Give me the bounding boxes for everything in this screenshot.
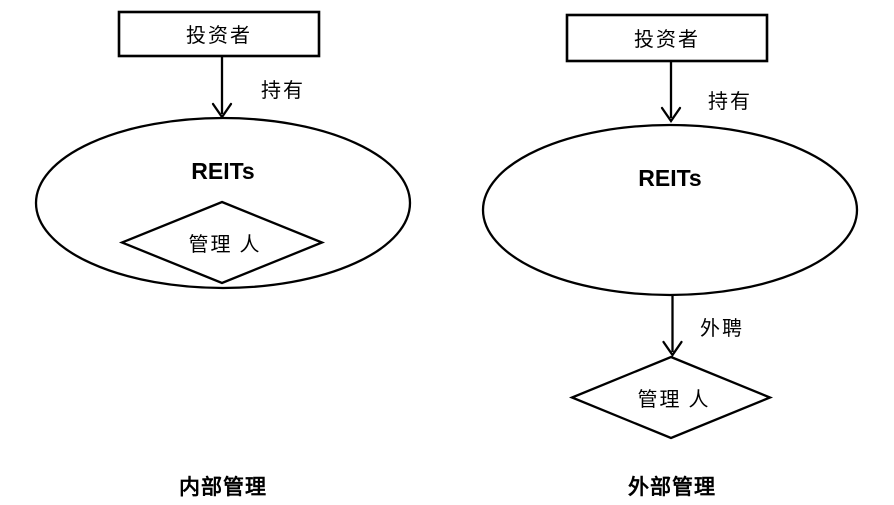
reits-ellipse [481,123,859,297]
panel-external-management: 投资者 持有 REITs 外聘 管理 人 外部管理 [481,13,859,499]
reits-label: REITs [638,165,701,191]
panel-internal-management: 投资者 持有 REITs 管理 人 内部管理 [34,10,412,499]
investor-box [117,10,321,58]
manager-diamond [568,355,774,440]
investor-box [565,13,769,63]
hold-arrow-head-icon [660,106,682,124]
hold-arrow-label: 持有 [261,79,305,102]
outsource-arrow-head-icon [662,340,683,358]
reits-label: REITs [191,158,254,184]
manager-label: 管理 人 [189,233,262,256]
caption-external-management: 外部管理 [628,475,716,499]
caption-internal-management: 内部管理 [179,475,267,499]
outsource-arrow-label: 外聘 [700,317,744,340]
manager-label: 管理 人 [638,388,711,411]
hold-arrow-label: 持有 [708,90,752,113]
manager-diamond [118,200,326,285]
investor-label: 投资者 [634,28,700,51]
investor-label: 投资者 [186,24,252,47]
